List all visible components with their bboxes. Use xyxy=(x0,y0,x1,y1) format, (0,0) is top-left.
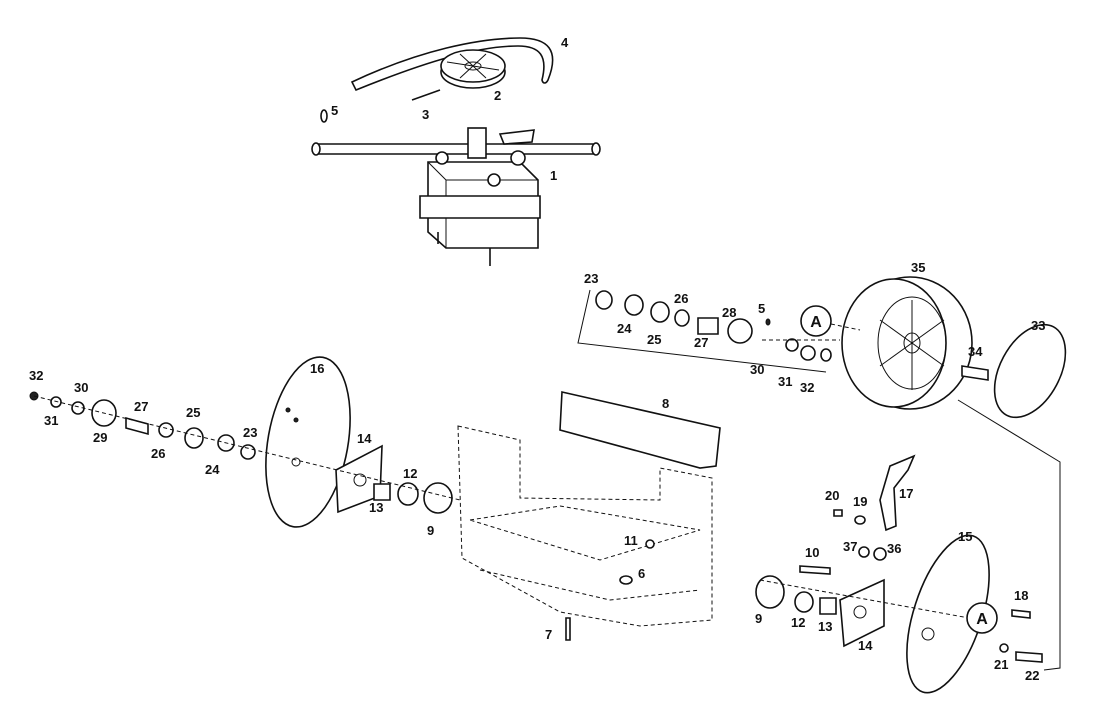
callout-3: 3 xyxy=(422,107,429,122)
callout-16: 16 xyxy=(310,361,324,376)
left-axis-line xyxy=(33,395,461,501)
gearbox xyxy=(419,127,541,266)
callout-26-left: 26 xyxy=(151,446,165,461)
callout-32-upper: 32 xyxy=(800,380,814,395)
pulley xyxy=(440,49,506,89)
small-bolt xyxy=(320,109,328,123)
deck-chassis xyxy=(457,425,713,627)
callout-5-right: 5 xyxy=(758,301,765,316)
callout-31-upper: 31 xyxy=(778,374,792,389)
callout-30-upper: 30 xyxy=(750,362,764,377)
connector-a-lower-label: A xyxy=(976,611,988,628)
callout-6: 6 xyxy=(638,566,645,581)
callout-12-left: 12 xyxy=(403,466,417,481)
callout-5-top: 5 xyxy=(331,103,338,118)
callout-36: 36 xyxy=(887,541,901,556)
callout-32-left: 32 xyxy=(29,368,43,383)
connector-a-lower: A xyxy=(966,602,998,634)
callout-17: 17 xyxy=(899,486,913,501)
callout-9-right: 9 xyxy=(755,611,762,626)
callout-33: 33 xyxy=(1031,318,1045,333)
wheel xyxy=(841,276,973,410)
callout-19: 19 xyxy=(853,494,867,509)
callout-14-left: 14 xyxy=(357,431,372,446)
callout-35: 35 xyxy=(911,260,925,275)
lever-arm xyxy=(833,454,916,561)
callout-34: 34 xyxy=(968,344,983,359)
callout-1: 1 xyxy=(550,168,557,183)
callout-24-left: 24 xyxy=(205,462,220,477)
callout-31-left: 31 xyxy=(44,413,58,428)
callout-25-upper: 25 xyxy=(647,332,661,347)
callout-18: 18 xyxy=(1014,588,1028,603)
callout-10: 10 xyxy=(805,545,819,560)
upper-axle-parts xyxy=(595,290,840,362)
callout-20: 20 xyxy=(825,488,839,503)
callout-26-upper: 26 xyxy=(674,291,688,306)
callout-24-upper: 24 xyxy=(617,321,632,336)
callout-25-left: 25 xyxy=(186,405,200,420)
callout-9-left: 9 xyxy=(427,523,434,538)
right-wheel-plate xyxy=(906,534,1031,694)
callout-37: 37 xyxy=(843,539,857,554)
callout-29: 29 xyxy=(93,430,107,445)
callout-21: 21 xyxy=(994,657,1008,672)
callout-23-upper: 23 xyxy=(584,271,598,286)
callout-2: 2 xyxy=(494,88,501,103)
roller-cover xyxy=(559,391,721,469)
right-small-parts xyxy=(999,643,1043,663)
left-bushings xyxy=(373,482,453,514)
callout-30-left: 30 xyxy=(74,380,88,395)
upper-bracket-lines xyxy=(577,289,827,373)
hub-cap xyxy=(993,323,1067,419)
right-bushings xyxy=(755,565,837,615)
callout-13-right: 13 xyxy=(818,619,832,634)
callout-12-right: 12 xyxy=(791,615,805,630)
callout-27-left: 27 xyxy=(134,399,148,414)
connector-a-upper-label: A xyxy=(810,314,822,331)
right-frame-lines xyxy=(759,399,1061,671)
callout-15: 15 xyxy=(958,529,972,544)
axle-bolt xyxy=(961,365,989,381)
callout-7: 7 xyxy=(545,627,552,642)
callout-11: 11 xyxy=(624,533,638,548)
center-screws xyxy=(565,539,655,641)
key-pin xyxy=(411,89,441,101)
callout-4: 4 xyxy=(561,35,569,50)
callout-27-upper: 27 xyxy=(694,335,708,350)
callout-13-left: 13 xyxy=(369,500,383,515)
right-bearing-plate xyxy=(839,578,885,648)
callout-28: 28 xyxy=(722,305,736,320)
connector-a-upper: A xyxy=(800,305,861,337)
callout-14-right: 14 xyxy=(858,638,873,653)
callout-8: 8 xyxy=(662,396,669,411)
callout-23-left: 23 xyxy=(243,425,257,440)
left-wheel-plate xyxy=(265,356,351,528)
callout-22: 22 xyxy=(1025,668,1039,683)
drive-shaft xyxy=(311,142,601,156)
